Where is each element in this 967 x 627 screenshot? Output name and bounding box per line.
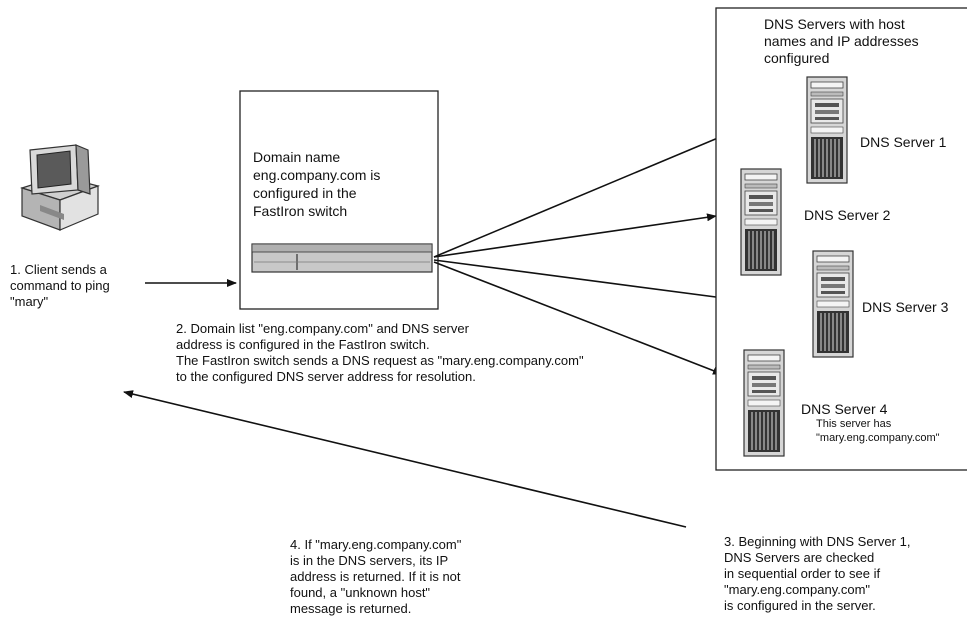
dns-server-3-label: DNS Server 3 bbox=[862, 299, 949, 315]
dns-server-2-icon bbox=[740, 168, 782, 276]
dns-server-4-icon bbox=[743, 349, 785, 457]
client-step-1-text: 1. Client sends a command to ping "mary" bbox=[10, 262, 110, 309]
dns-server-1-label: DNS Server 1 bbox=[860, 134, 947, 150]
arrow-to-dns-server-1 bbox=[433, 121, 757, 258]
switch-domain-text: Domain name eng.company.com is configure… bbox=[253, 149, 381, 219]
arrow-to-dns-server-4 bbox=[433, 261, 723, 375]
dns-server-3-icon bbox=[812, 250, 854, 358]
dns-panel-title: DNS Servers with host names and IP addre… bbox=[764, 16, 919, 66]
dns-server-1-icon bbox=[806, 76, 848, 184]
dns-server-4-label: DNS Server 4 bbox=[801, 401, 888, 417]
client-computer-icon bbox=[20, 144, 100, 231]
dns-server-2-label: DNS Server 2 bbox=[804, 207, 891, 223]
dns-server-4-note: This server has "mary.eng.company.com" bbox=[816, 418, 940, 444]
arrow-to-dns-server-2 bbox=[433, 213, 717, 258]
switch-box bbox=[239, 90, 439, 310]
return-arrow bbox=[123, 390, 687, 528]
fastiron-switch-icon bbox=[251, 243, 433, 273]
step-3-text: 3. Beginning with DNS Server 1, DNS Serv… bbox=[724, 534, 911, 613]
step-4-text: 4. If "mary.eng.company.com" is in the D… bbox=[290, 537, 462, 616]
step-2-text: 2. Domain list "eng.company.com" and DNS… bbox=[176, 321, 584, 384]
arrow-to-dns-server-3 bbox=[433, 259, 755, 305]
